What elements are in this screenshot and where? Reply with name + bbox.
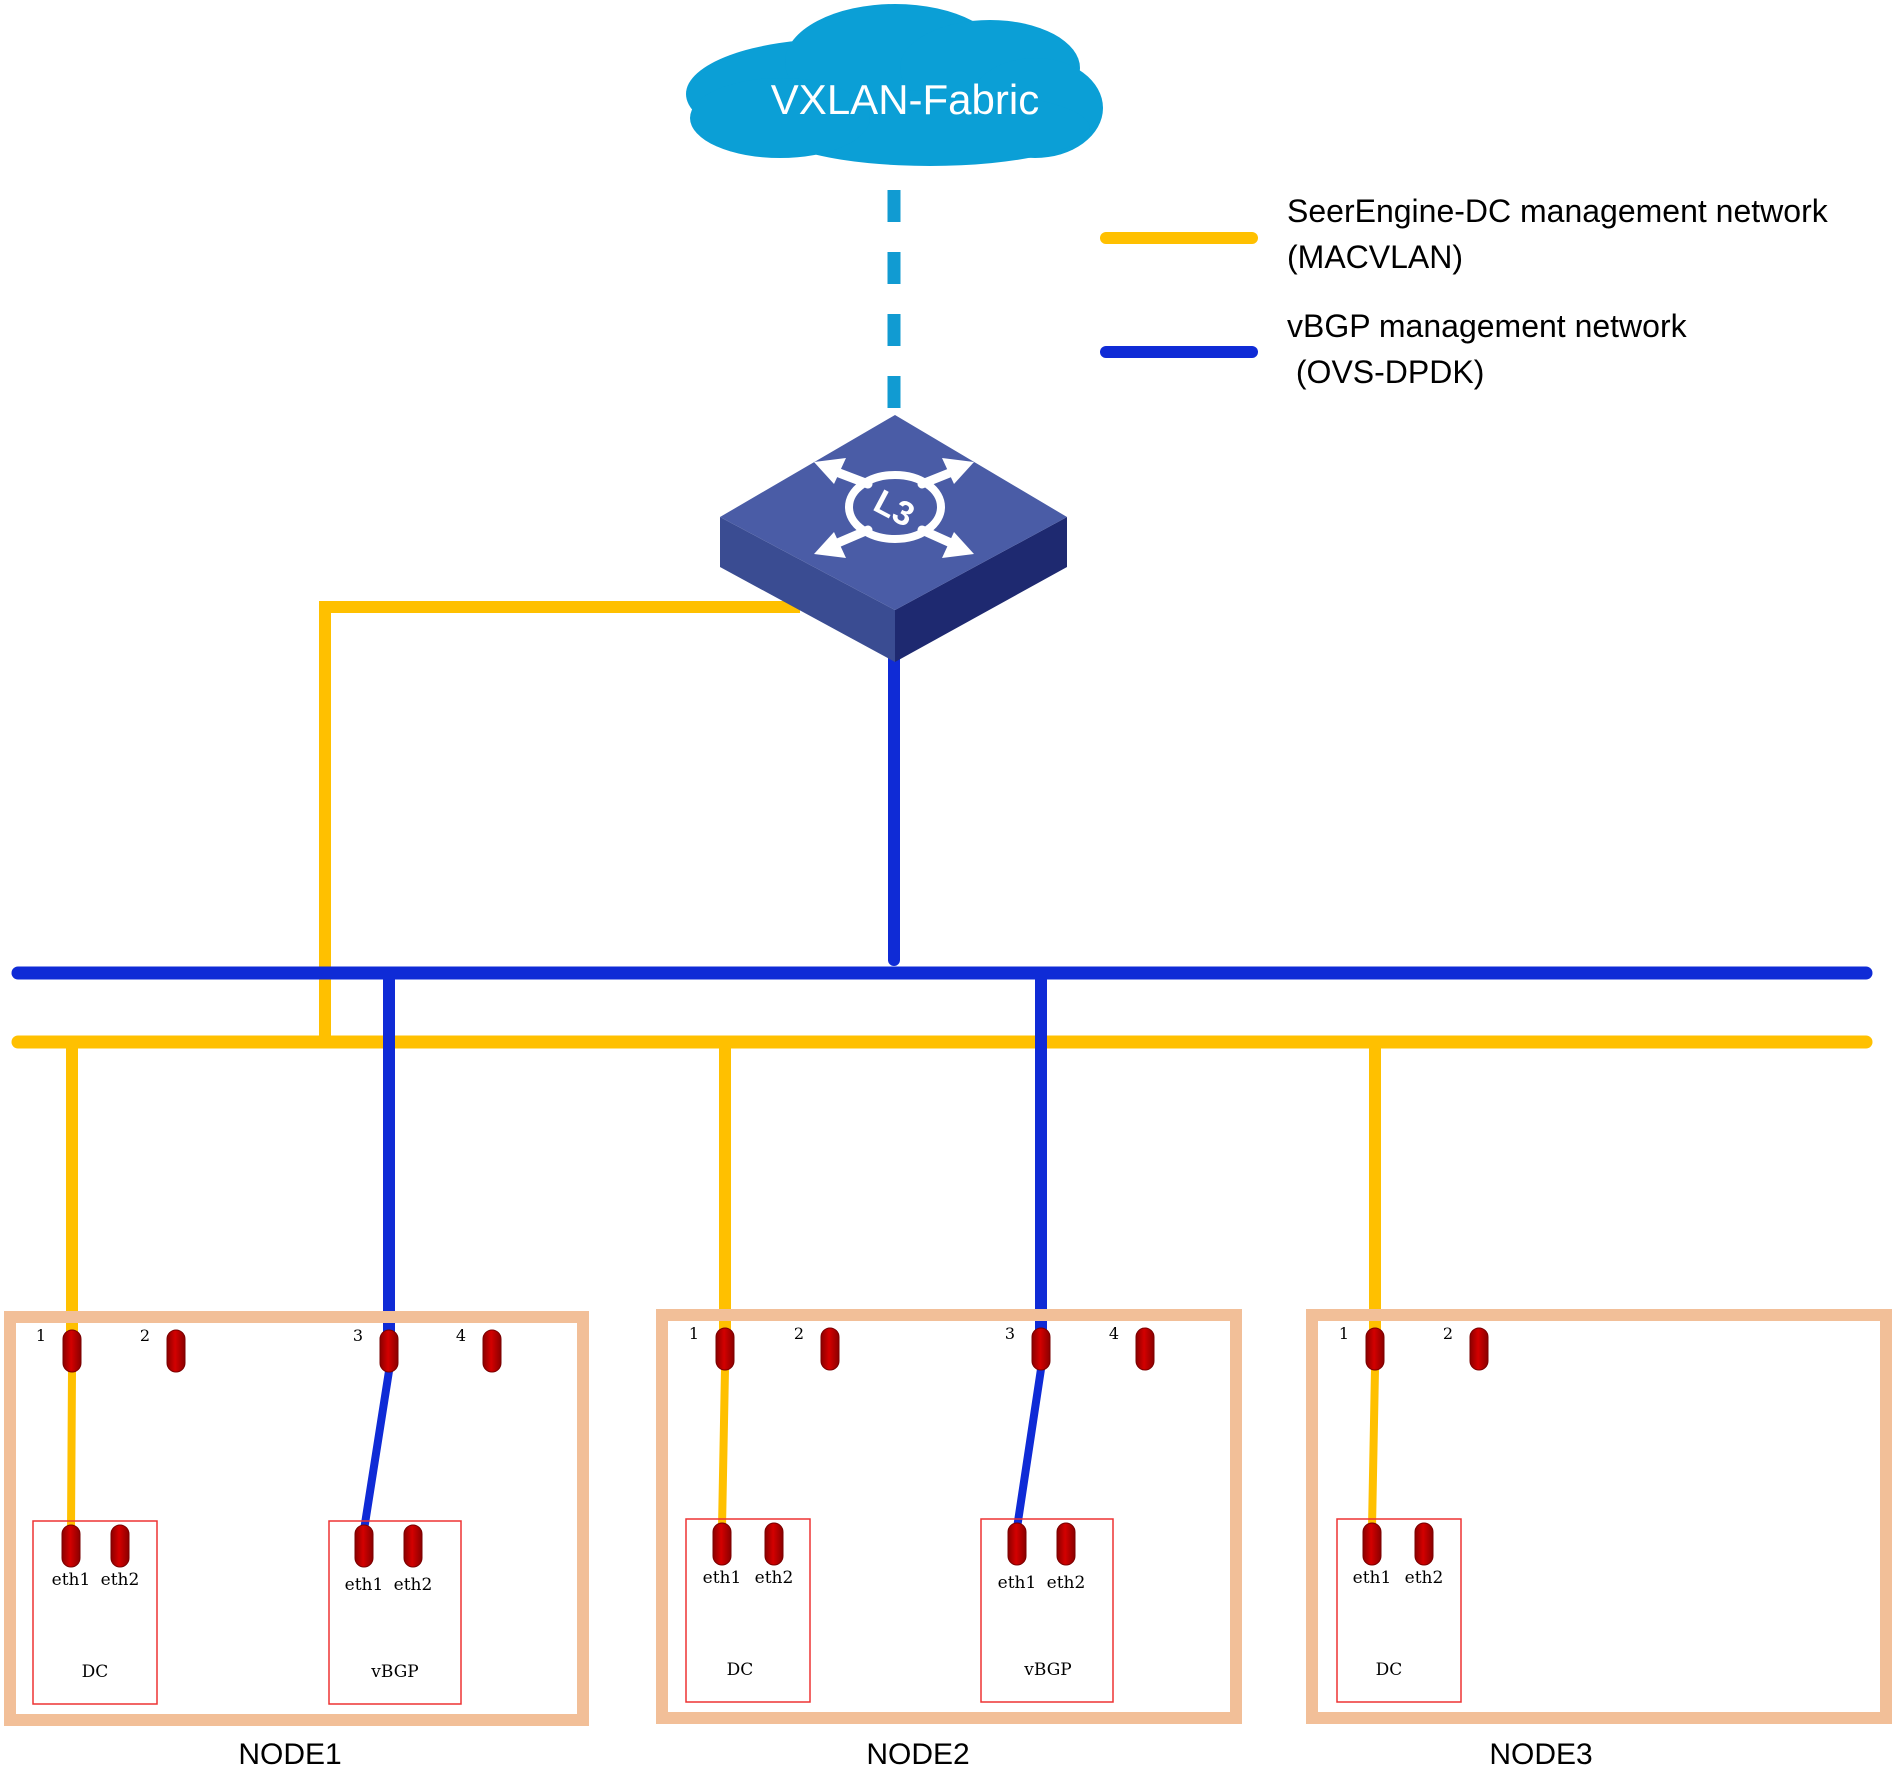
port-number: 3 xyxy=(1005,1324,1015,1343)
switch-top-face xyxy=(720,415,1067,610)
node-name: NODE1 xyxy=(238,1738,341,1771)
l3-switch: L3 xyxy=(720,415,1067,662)
container-interface xyxy=(61,1524,81,1568)
interface-label: eth2 xyxy=(394,1575,433,1595)
legend-sublabel-macvlan: (MACVLAN) xyxy=(1287,239,1463,275)
vnic-link xyxy=(1368,1365,1379,1532)
container-vbgp: eth1 eth2 vBGP xyxy=(328,1520,462,1705)
container-frame xyxy=(980,1518,1114,1703)
container-interface xyxy=(1362,1522,1382,1566)
physical-port xyxy=(1469,1327,1489,1371)
container-label: vBGP xyxy=(1023,1660,1071,1680)
port-number: 1 xyxy=(1339,1324,1349,1343)
physical-port xyxy=(1135,1327,1155,1371)
node-frame xyxy=(656,1309,1242,1724)
node-frame xyxy=(4,1311,589,1726)
interface-label: eth1 xyxy=(998,1573,1037,1593)
port-number: 4 xyxy=(456,1326,466,1345)
container-vbgp: eth1 eth2 vBGP xyxy=(980,1518,1114,1703)
interface-label: eth1 xyxy=(1353,1568,1392,1588)
legend-label-macvlan: SeerEngine-DC management network xyxy=(1287,193,1829,229)
container-interface xyxy=(1007,1522,1027,1566)
vnic-link xyxy=(718,1365,729,1532)
cloud-icon xyxy=(686,4,1103,166)
container-interface xyxy=(403,1524,423,1568)
legend: SeerEngine-DC management network (MACVLA… xyxy=(1100,193,1829,390)
interface-label: eth1 xyxy=(345,1575,384,1595)
physical-port xyxy=(62,1329,82,1373)
node-name: NODE3 xyxy=(1489,1738,1592,1771)
port-number: 2 xyxy=(1443,1324,1453,1343)
interface-label: eth1 xyxy=(703,1568,742,1588)
container-interface xyxy=(1056,1522,1076,1566)
interface-label: eth2 xyxy=(101,1570,140,1590)
container-frame xyxy=(685,1518,811,1703)
port-number: 2 xyxy=(140,1326,150,1345)
switch-left-face xyxy=(720,517,895,662)
interface-label: eth2 xyxy=(1405,1568,1444,1588)
interface-label: eth1 xyxy=(52,1570,91,1590)
legend-sublabel-ovs: (OVS-DPDK) xyxy=(1287,354,1484,390)
legend-label-ovs: vBGP management network xyxy=(1287,308,1688,344)
physical-port xyxy=(379,1329,399,1373)
physical-port xyxy=(820,1327,840,1371)
container-interface xyxy=(712,1522,732,1566)
cloud-label: VXLAN-Fabric xyxy=(771,76,1039,123)
container-frame xyxy=(32,1520,158,1705)
vnic-link xyxy=(1013,1365,1045,1532)
container-interface xyxy=(354,1524,374,1568)
interface-label: eth2 xyxy=(1047,1573,1086,1593)
physical-port xyxy=(715,1327,735,1371)
container-frame xyxy=(328,1520,462,1705)
port-number: 2 xyxy=(794,1324,804,1343)
container-label: vBGP xyxy=(370,1662,418,1682)
vxlan-fabric-cloud: VXLAN-Fabric xyxy=(686,4,1103,166)
node-frame xyxy=(1306,1309,1892,1724)
vnic-link xyxy=(360,1367,393,1534)
physical-port xyxy=(1031,1327,1051,1371)
container-label: DC xyxy=(727,1660,754,1680)
vnic-link xyxy=(67,1367,76,1534)
port-number: 3 xyxy=(353,1326,363,1345)
port-number: 1 xyxy=(689,1324,699,1343)
physical-port xyxy=(482,1329,502,1373)
container-frame xyxy=(1336,1518,1462,1703)
container-interface xyxy=(110,1524,130,1568)
macvlan-uplink xyxy=(319,601,800,1038)
switch-badge-ring xyxy=(845,471,945,543)
port-number: 1 xyxy=(36,1326,46,1345)
port-number: 4 xyxy=(1109,1324,1119,1343)
interface-label: eth2 xyxy=(755,1568,794,1588)
physical-port xyxy=(166,1329,186,1373)
container-label: DC xyxy=(82,1662,109,1682)
node-name: NODE2 xyxy=(866,1738,969,1771)
switch-right-face xyxy=(895,517,1067,662)
container-interface xyxy=(1414,1522,1434,1566)
container-label: DC xyxy=(1376,1660,1403,1680)
physical-port xyxy=(1365,1327,1385,1371)
container-interface xyxy=(764,1522,784,1566)
